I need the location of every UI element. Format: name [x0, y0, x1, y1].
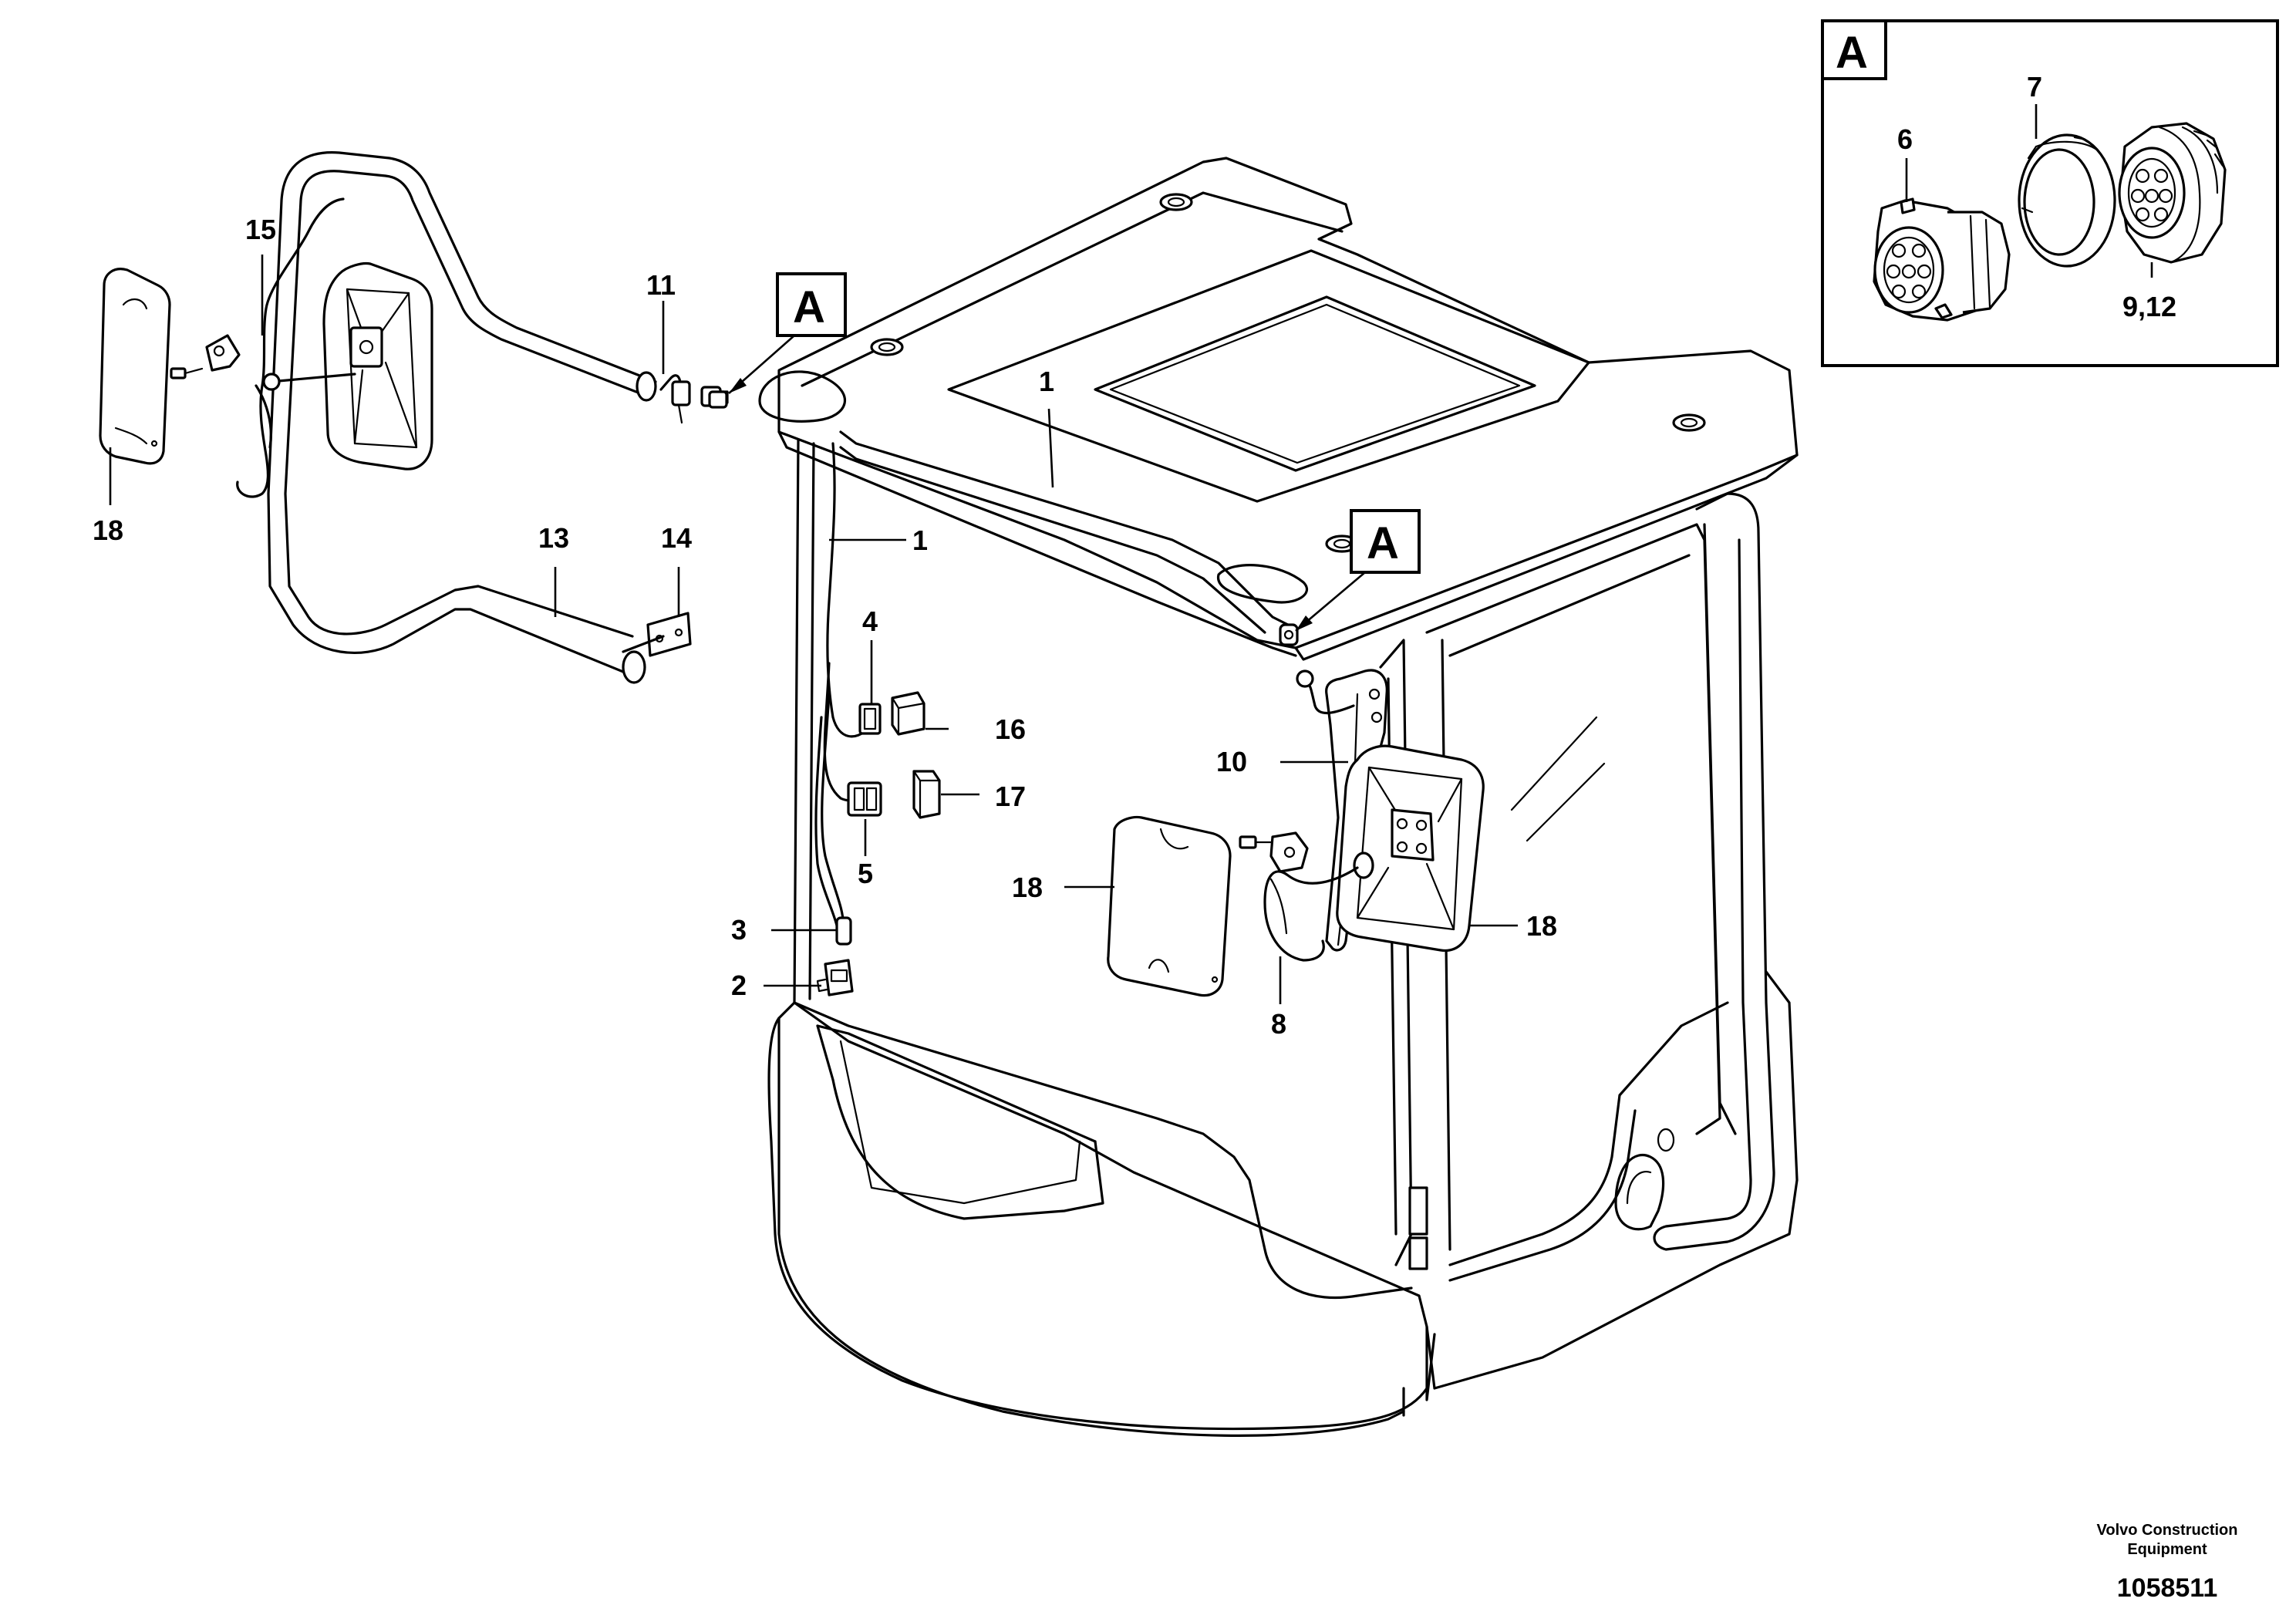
right-mirror-18: [1336, 744, 1485, 952]
label-17: 17: [995, 781, 1026, 812]
label-14: 14: [661, 522, 692, 554]
connector-roof-a-left: [708, 390, 728, 409]
label-7: 7: [2027, 71, 2042, 103]
label-1-roof: 1: [1039, 366, 1054, 397]
connector-9-12-drawing: [2118, 122, 2227, 264]
connector-roof-a-right: [1279, 623, 1299, 646]
label-4: 4: [862, 605, 878, 637]
label-11: 11: [646, 269, 676, 301]
connector-2: [816, 959, 854, 996]
leader-lines: [109, 104, 2153, 1004]
callout-a-lower: [1295, 509, 1421, 632]
mirror-glass-18-left: [99, 268, 171, 465]
label-13: 13: [538, 522, 569, 554]
label-1-pillar: 1: [912, 524, 928, 556]
label-6: 6: [1897, 123, 1913, 155]
wire-8: [1263, 866, 1359, 962]
right-mirror-plate: [1239, 831, 1309, 873]
detail-a-label-box: [1821, 19, 1887, 80]
callout-a-upper: [728, 272, 847, 394]
wire-15: [236, 197, 345, 498]
footer-company-line1: Volvo Construction: [2097, 1522, 2238, 1539]
label-16: 16: [995, 713, 1026, 745]
mirror-mount-plate: [170, 334, 241, 379]
left-mirror-18: [262, 261, 433, 470]
callout-a-upper-text: A: [793, 282, 825, 332]
label-2: 2: [731, 969, 747, 1001]
drawing-number: 1058511: [2117, 1573, 2218, 1603]
callout-a-inset-text: A: [1836, 28, 1868, 78]
connector-17: [912, 770, 941, 819]
wiring-harness-1: [814, 442, 869, 927]
label-9-12: 9,12: [2122, 291, 2176, 322]
label-5: 5: [858, 858, 873, 889]
label-18-mirror-right: 18: [1526, 910, 1557, 942]
callout-a-lower-text: A: [1367, 518, 1399, 568]
footer-company-line2: Equipment: [2127, 1541, 2207, 1558]
detail-a-inset: [1821, 19, 2279, 367]
left-mirror-arm-13: [267, 151, 657, 684]
label-10: 10: [1216, 746, 1247, 777]
label-15: 15: [245, 214, 276, 245]
connector-5: [847, 781, 882, 817]
connector-4: [858, 703, 882, 735]
label-3: 3: [731, 914, 747, 946]
bracket-14: [622, 612, 692, 657]
label-18-glass-left: 18: [93, 514, 123, 546]
connector-16: [891, 691, 925, 736]
plug-3: [835, 916, 852, 946]
label-8: 8: [1271, 1008, 1286, 1040]
label-18-glass-right: 18: [1012, 872, 1043, 903]
connector-6-drawing: [1873, 197, 2011, 322]
ring-7-drawing: [2018, 133, 2116, 268]
mirror-glass-18-right: [1107, 815, 1232, 997]
